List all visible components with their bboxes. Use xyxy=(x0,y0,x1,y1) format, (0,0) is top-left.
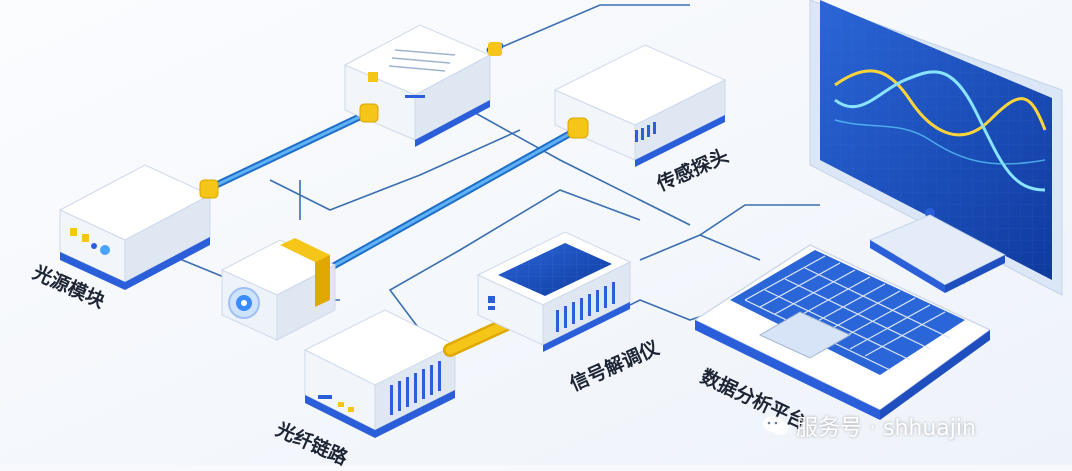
sensor-probe-device xyxy=(553,44,727,167)
coupler-device xyxy=(343,24,502,147)
wechat-icon xyxy=(763,416,789,435)
watermark-text: 服务号 · shhuajin xyxy=(796,416,976,441)
light-source-module xyxy=(58,164,212,290)
connector-yellow-1 xyxy=(199,179,219,199)
laptop xyxy=(693,244,992,420)
watermark: 服务号 · shhuajin xyxy=(762,410,976,442)
monitor xyxy=(809,0,1063,296)
light-camera-device xyxy=(220,238,337,341)
fiber-link-device xyxy=(303,309,457,438)
signal-demodulator-device xyxy=(476,231,632,352)
fiber-cables xyxy=(206,42,584,272)
